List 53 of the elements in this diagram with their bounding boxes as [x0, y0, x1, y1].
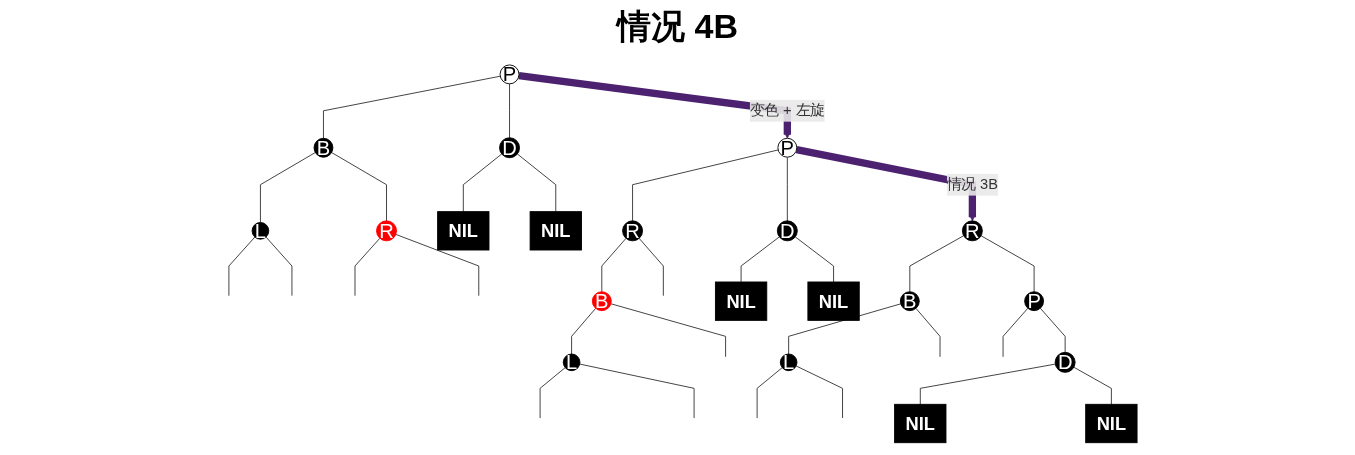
node-circle: P: [777, 137, 798, 158]
node-circle: D: [776, 220, 798, 242]
node-circle: P: [1024, 291, 1044, 312]
node-box: NIL: [529, 211, 582, 251]
node-circle: L: [251, 222, 270, 240]
connector: [228, 236, 256, 297]
node-circle: B: [899, 291, 920, 312]
connector: [331, 152, 387, 222]
node-circle: B: [313, 137, 334, 158]
node-circle: B: [591, 291, 612, 312]
connector: [909, 235, 965, 293]
diagram-title: 情况 4B: [614, 6, 739, 47]
node-circle: R: [622, 220, 644, 242]
node-circle: D: [1054, 351, 1076, 373]
node-circle: D: [499, 137, 520, 159]
connector: [632, 149, 779, 222]
node-circle: R: [961, 220, 983, 242]
connector: [601, 237, 627, 293]
connector: [509, 83, 510, 139]
connector: [1039, 307, 1066, 353]
node-circle: L: [779, 353, 798, 372]
connector: [516, 153, 557, 213]
connector: [1073, 366, 1112, 405]
node-box: NIL: [1085, 403, 1138, 444]
connector: [786, 156, 788, 222]
connector: [756, 367, 783, 419]
connector: [539, 367, 566, 419]
node-box: NIL: [807, 281, 860, 321]
node-box: NIL: [437, 211, 490, 251]
connector: [579, 363, 695, 419]
connector: [919, 363, 1056, 405]
connector: [571, 307, 597, 355]
connector: [980, 235, 1035, 293]
connector: [1002, 307, 1029, 358]
connector: [795, 365, 843, 419]
node-circle: L: [562, 353, 581, 372]
connector: [610, 303, 727, 358]
node-circle: R: [376, 220, 397, 242]
connector: [259, 152, 316, 223]
connector: [915, 307, 941, 358]
node-box: NIL: [714, 281, 768, 321]
connector: [354, 237, 381, 297]
edge-label: 变色 + 左旋: [749, 102, 825, 119]
connector: [462, 153, 503, 213]
node-box: NIL: [894, 403, 947, 444]
connector: [740, 236, 780, 283]
edge-label: 情况 3B: [946, 176, 998, 192]
connector: [794, 236, 835, 283]
connector: [395, 233, 480, 297]
connector: [323, 75, 501, 139]
connector: [265, 236, 293, 297]
connector: [638, 237, 664, 297]
node-circle: P: [499, 64, 520, 85]
